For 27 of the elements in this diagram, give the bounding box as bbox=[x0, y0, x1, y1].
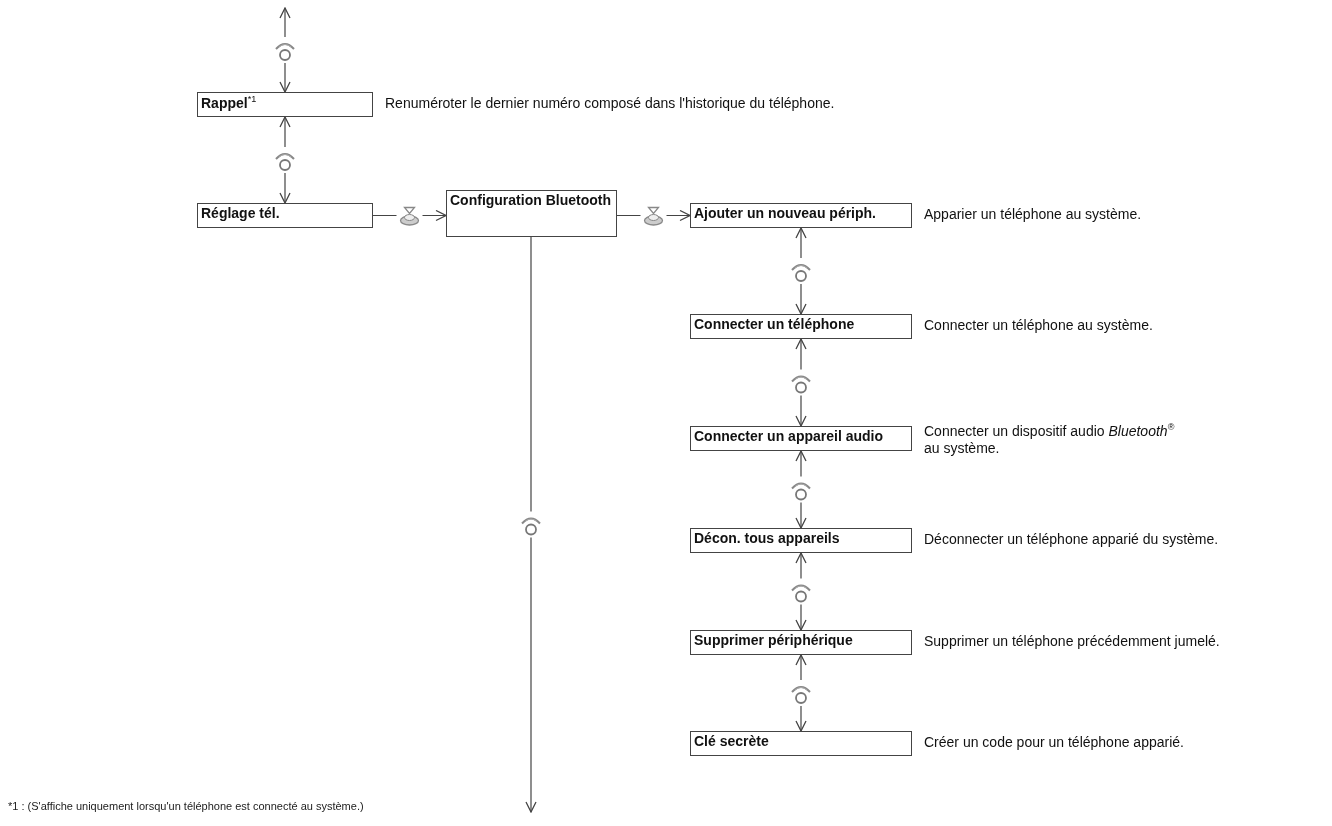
menu-item-label: Rappel$^{*1}$ bbox=[201, 94, 258, 112]
description-text: Renuméroter le dernier numéro composé dans l'historique du téléphone. bbox=[385, 95, 835, 113]
description-text: Apparier un téléphone au système. bbox=[924, 206, 1142, 224]
footnote: *1 : (S'affiche uniquement lorsqu'un téléphone est connecté au système.) bbox=[8, 800, 364, 812]
menu-item-label: Clé secrète bbox=[694, 733, 770, 750]
menu-box bbox=[690, 314, 912, 339]
description-text: Déconnecter un téléphone apparié du système. bbox=[924, 531, 1219, 549]
menu-item-label: Supprimer périphérique bbox=[694, 632, 854, 649]
arrow bbox=[525, 236, 537, 813]
menu-box bbox=[690, 426, 912, 451]
menu-box bbox=[197, 92, 373, 117]
menu-box bbox=[446, 190, 617, 237]
menu-item-label: Décon. tous appareils bbox=[694, 530, 841, 547]
menu-item-label: Connecter un appareil audio bbox=[694, 428, 885, 445]
menu-item-label: Connecter un téléphone bbox=[694, 316, 856, 333]
description-text: Connecter un dispositif audio Bluetooth$^{®}$ au système. bbox=[924, 422, 1176, 458]
menu-item-label: Configuration Bluetooth bbox=[450, 192, 612, 209]
description-text: Créer un code pour un téléphone apparié. bbox=[924, 734, 1184, 752]
menu-box bbox=[690, 630, 912, 655]
menu-item-label: Réglage tél. bbox=[201, 205, 281, 222]
menu-item-label: Ajouter un nouveau périph. bbox=[694, 205, 877, 222]
menu-box bbox=[690, 731, 912, 756]
menu-box bbox=[690, 528, 912, 553]
menu-box bbox=[197, 203, 373, 228]
description-text: Connecter un téléphone au système. bbox=[924, 317, 1153, 335]
menu-box bbox=[690, 203, 912, 228]
description-text: Supprimer un téléphone précédemment jumelé. bbox=[924, 633, 1220, 651]
